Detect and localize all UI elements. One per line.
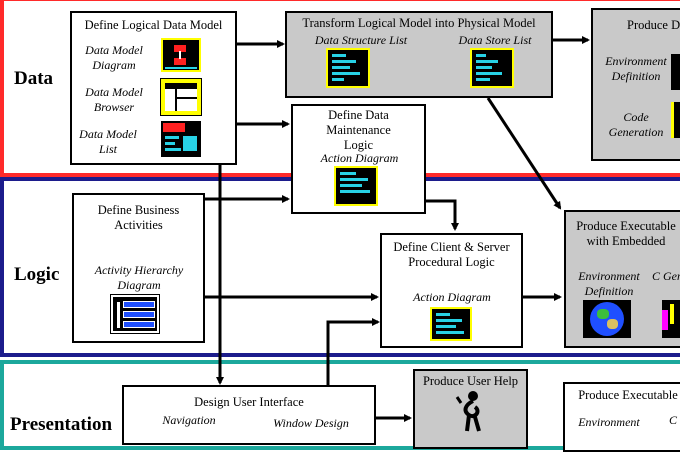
navigation-label: Navigation [162, 413, 216, 427]
code-listing-icon [326, 48, 370, 88]
executable-presentation-box[interactable]: Produce Executable Environment C [563, 382, 680, 452]
browser-window-icon [160, 78, 202, 116]
code-label: C [669, 413, 678, 427]
arrow-transform-to-executable [486, 97, 562, 210]
user-help-box[interactable]: Produce User Help [413, 369, 528, 449]
data-model-browser-label: Data Model Browser [85, 85, 143, 114]
transform-model-title: Transform Logical Model into Physical Mo… [302, 16, 536, 30]
arrow-ui-to-client [326, 318, 380, 386]
code-listing-icon [430, 307, 472, 341]
client-server-logic-box[interactable]: Define Client & Server Procedural Logic … [380, 233, 523, 348]
code-generation-label: Code Generation [608, 110, 664, 139]
environment-definition-label: Environment Definition [605, 54, 667, 83]
help-figure-icon [455, 391, 481, 432]
logic-band-label: Logic [14, 264, 60, 285]
environment-label: Environment [578, 415, 640, 429]
list-icon [161, 121, 201, 157]
action-diagram-label: Action Diagram [413, 290, 491, 304]
data-structure-list-label: Data Structure List [314, 33, 408, 47]
presentation-band-label: Presentation [10, 414, 113, 435]
activity-hierarchy-label: Activity Hierarchy Diagram [94, 263, 184, 292]
data-maintenance-box[interactable]: Define Data Maintenance Logic Action Dia… [291, 104, 426, 214]
client-server-logic-title: Define Client & Server Procedural Logic [393, 240, 510, 269]
code-listing-icon [334, 166, 378, 206]
business-activities-box[interactable]: Define Business Activities Activity Hier… [72, 193, 205, 343]
hierarchy-icon [110, 294, 160, 334]
data-model-diagram-label: Data Model Diagram [85, 43, 143, 72]
business-activities-title: Define Business Activities [97, 203, 180, 232]
globe-icon [671, 54, 680, 90]
produce-data-title: Produce D [627, 18, 680, 32]
data-store-list-label: Data Store List [458, 33, 532, 47]
flow-arrows [205, 36, 590, 422]
diagram-icon [161, 38, 201, 72]
data-model-list-label: Data Model List [79, 127, 137, 156]
user-help-title: Produce User Help [422, 374, 519, 388]
transform-model-box[interactable]: Transform Logical Model into Physical Mo… [285, 11, 553, 98]
code-generation-icon [671, 102, 680, 138]
environment-definition-label: Environment Definition [578, 269, 640, 298]
globe-icon [583, 300, 631, 338]
window-design-label: Window Design [273, 416, 349, 430]
executable-embedded-box[interactable]: Produce Executable with Embedded Environ… [564, 210, 680, 348]
executable-presentation-title: Produce Executable [578, 388, 678, 402]
logical-data-model-box[interactable]: Define Logical Data Model Data Model Dia… [70, 11, 237, 165]
user-interface-box[interactable]: Design User Interface Navigation Window … [122, 385, 376, 445]
action-diagram-label: Action Diagram [320, 151, 399, 165]
executable-embedded-title: Produce Executable with Embedded [576, 219, 676, 248]
code-listing-icon [470, 48, 514, 88]
data-band-label: Data [14, 68, 54, 89]
logical-data-model-title: Define Logical Data Model [84, 18, 223, 32]
code-generation-icon [662, 300, 680, 338]
data-maintenance-title: Define Data Maintenance Logic [326, 108, 391, 152]
produce-data-box[interactable]: Produce D Environment Definition Code Ge… [591, 8, 680, 161]
user-interface-title: Design User Interface [194, 395, 304, 409]
code-generation-label: C Gene [652, 269, 680, 283]
